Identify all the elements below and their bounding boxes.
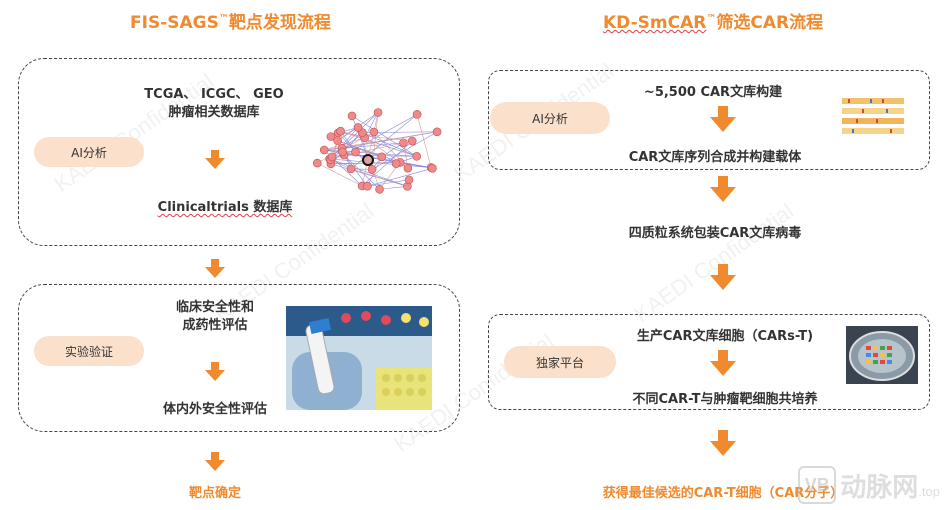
right-box2-line1: 生产CAR文库细胞（CARs-T) xyxy=(636,329,814,344)
network-edge xyxy=(324,137,365,151)
network-node xyxy=(363,181,372,191)
right-box-library xyxy=(488,70,930,170)
arrow-down-icon xyxy=(205,362,225,381)
arrow-down-icon xyxy=(710,106,736,132)
left-box2-line1: 临床安全性和 xyxy=(175,300,254,315)
lab-tube-image xyxy=(286,306,432,410)
left-box-database xyxy=(18,58,460,246)
arrow-down-icon xyxy=(205,259,225,278)
network-edge xyxy=(367,168,433,187)
brand-logo-sub: .top xyxy=(918,483,940,499)
arrow-down-icon xyxy=(710,176,736,202)
network-node xyxy=(351,147,360,157)
network-edge xyxy=(362,132,417,157)
network-edge xyxy=(338,132,413,142)
arrow-down-icon xyxy=(710,264,736,290)
arrow-down-icon xyxy=(710,350,736,376)
network-node xyxy=(347,111,357,121)
network-node xyxy=(375,184,384,194)
right-box1-line1: ~5,500 CAR文库构建 xyxy=(643,85,783,100)
network-edge xyxy=(379,186,408,190)
network-node xyxy=(407,136,417,146)
left-box1-line1: TCGA、 ICGC、 GEO xyxy=(144,87,284,102)
network-node xyxy=(336,126,345,136)
watermark: KAEDI Confidential xyxy=(629,198,799,327)
left-pill-experiment: 实验验证 xyxy=(34,336,144,366)
network-edge xyxy=(367,179,410,187)
network-node xyxy=(428,164,437,173)
network-node xyxy=(391,159,401,169)
arrow-down-icon xyxy=(205,452,225,471)
right-box1-line2: CAR文库序列合成并构建载体 xyxy=(628,150,802,165)
network-node xyxy=(333,136,342,145)
left-title: FIS-SAGS™靶点发现流程 xyxy=(130,13,331,33)
network-node xyxy=(338,147,347,157)
network-node xyxy=(353,123,363,132)
network-edge xyxy=(331,127,359,158)
arrow-down-icon xyxy=(205,150,225,169)
network-node xyxy=(327,152,337,162)
network-node xyxy=(373,108,383,117)
petri-dish-image xyxy=(846,326,918,384)
network-node xyxy=(369,127,379,137)
network-node xyxy=(346,164,356,174)
right-box-cells xyxy=(488,314,930,410)
left-box1-line2: 肿瘤相关数据库 xyxy=(168,105,260,120)
brand-logo: VB 动脉网.top xyxy=(798,466,940,504)
gel-strip-image xyxy=(842,98,904,134)
network-edge xyxy=(329,158,432,168)
network-node xyxy=(412,152,422,161)
left-final-result: 靶点确定 xyxy=(188,486,241,501)
network-edge xyxy=(343,154,368,187)
right-pill-ai: AI分析 xyxy=(490,102,610,134)
arrow-down-icon xyxy=(710,430,736,456)
right-middle-step: 四质粒系统包装CAR文库病毒 xyxy=(628,226,802,241)
right-box2-line2: 不同CAR-T与肿瘤靶细胞共培养 xyxy=(632,392,818,407)
network-highlight-node xyxy=(362,154,374,166)
network-node xyxy=(312,158,322,168)
network-edge xyxy=(364,112,379,138)
network-edge xyxy=(317,162,363,187)
network-node xyxy=(403,163,413,173)
network-node xyxy=(404,175,414,185)
brand-logo-icon: VB xyxy=(798,466,837,504)
left-box-validation xyxy=(18,284,460,432)
right-pill-platform: 独家平台 xyxy=(504,346,616,378)
network-edge xyxy=(361,112,379,187)
network-graph-image xyxy=(312,108,442,194)
network-node xyxy=(326,132,336,141)
network-edge xyxy=(324,142,404,151)
network-node xyxy=(432,127,442,137)
network-edge xyxy=(371,131,438,170)
left-pill-ai: AI分析 xyxy=(34,137,144,167)
network-node xyxy=(367,165,377,174)
network-node xyxy=(377,152,387,162)
brand-logo-text: 动脉网 xyxy=(840,472,919,503)
network-node xyxy=(412,110,422,119)
left-box2-line2: 成药性评估 xyxy=(182,318,248,333)
network-edge xyxy=(364,137,401,163)
network-edge xyxy=(350,168,408,187)
network-node xyxy=(319,145,329,155)
right-title: KD-SmCAR™筛选CAR流程 xyxy=(603,13,824,33)
left-box1-line3: Clinicaltrials 数据库 xyxy=(157,200,293,215)
left-box2-line3: 体内外安全性评估 xyxy=(162,402,267,417)
network-edge xyxy=(340,130,417,157)
network-edge xyxy=(416,114,432,168)
right-final-result: 获得最佳候选的CAR-T细胞（CAR分子） xyxy=(602,486,844,501)
network-node xyxy=(399,138,408,148)
